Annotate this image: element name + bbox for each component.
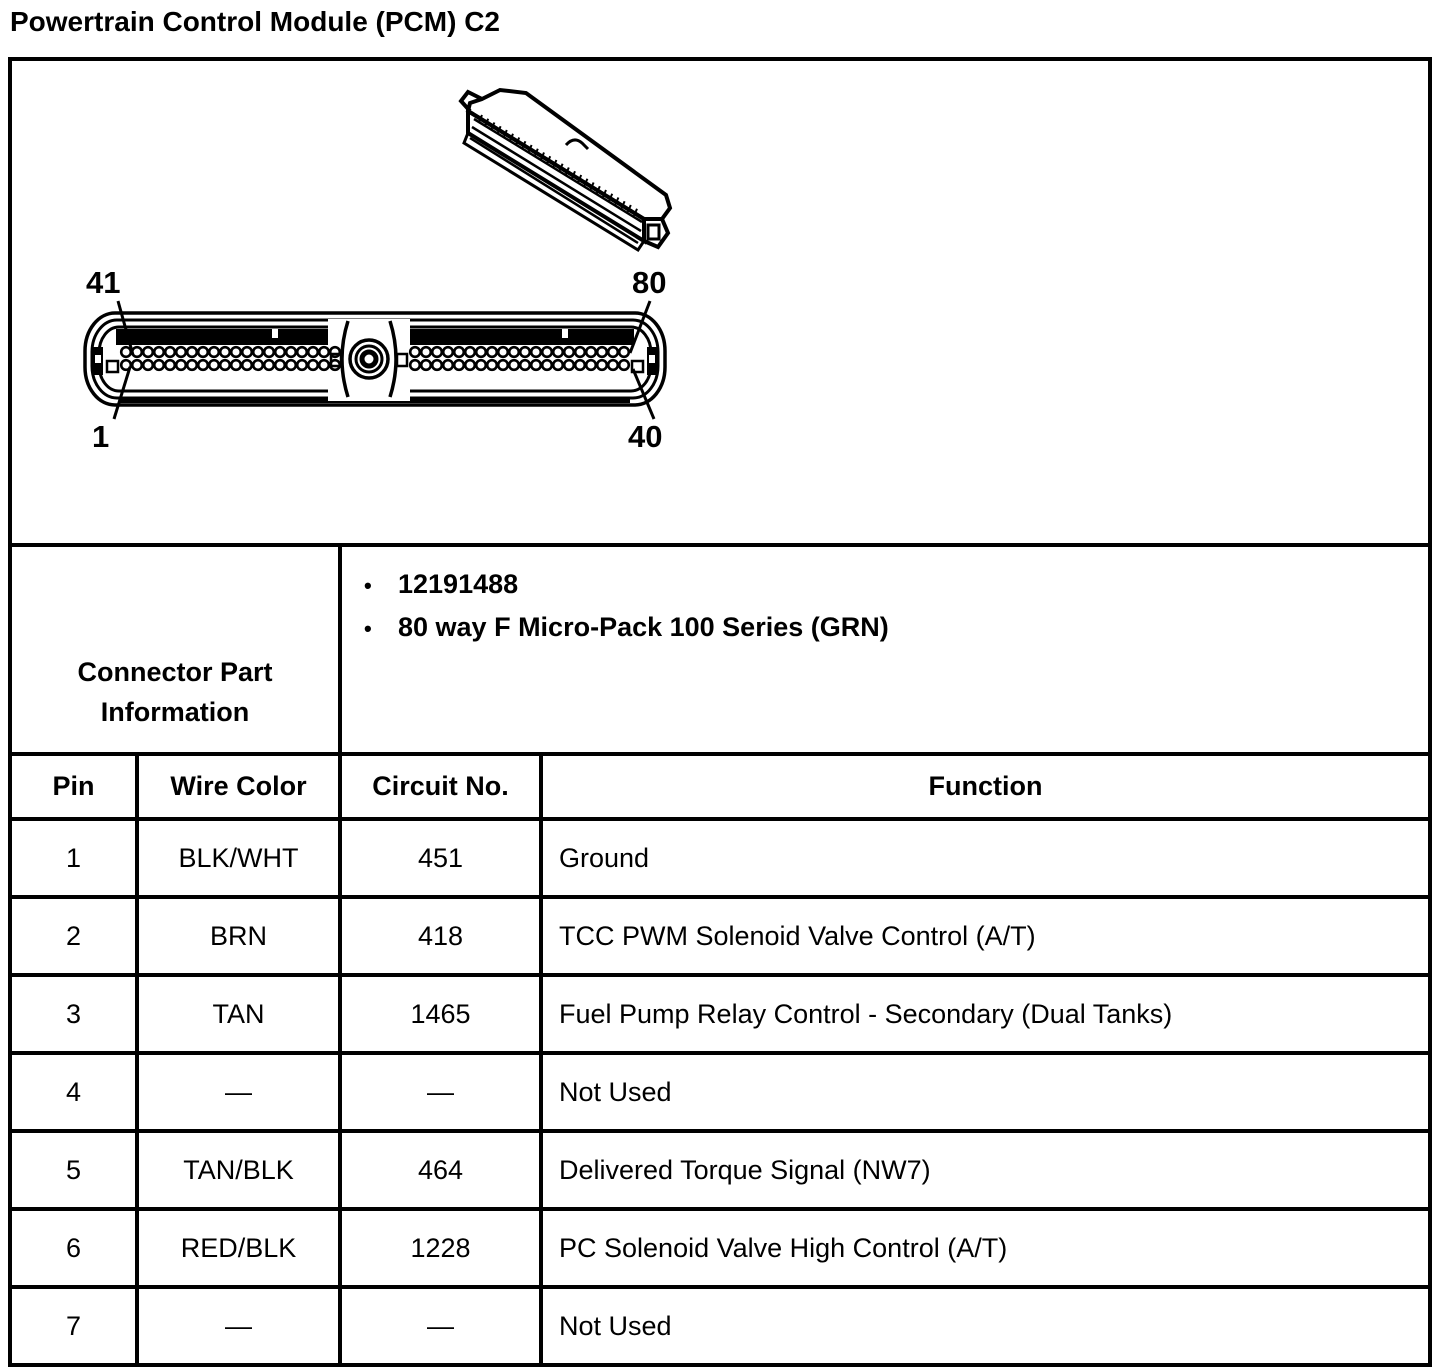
header-pin: Pin <box>8 752 139 821</box>
part-number-item: • 12191488 <box>364 569 1418 600</box>
pin-cell: 3 <box>8 973 139 1055</box>
circuit-no-cell: 418 <box>338 895 543 977</box>
table-row: 7 — — Not Used <box>8 1285 1432 1367</box>
part-info-row: Connector Part Information • 12191488 • … <box>8 543 1432 756</box>
function-cell: Fuel Pump Relay Control - Secondary (Dua… <box>539 973 1432 1055</box>
table-row: 5 TAN/BLK 464 Delivered Torque Signal (N… <box>8 1129 1432 1211</box>
pin-cell: 2 <box>8 895 139 977</box>
part-info-value-cell: • 12191488 • 80 way F Micro-Pack 100 Ser… <box>338 543 1432 756</box>
function-cell: Not Used <box>539 1285 1432 1367</box>
part-info-label-cell: Connector Part Information <box>8 543 342 756</box>
header-function: Function <box>539 752 1432 821</box>
circuit-no-cell: — <box>338 1051 543 1133</box>
header-wire: Wire Color <box>135 752 342 821</box>
part-info-label-line1: Connector Part <box>77 657 273 687</box>
connector-isometric-diagram <box>458 87 673 253</box>
function-cell: TCC PWM Solenoid Valve Control (A/T) <box>539 895 1432 977</box>
pin-cell: 7 <box>8 1285 139 1367</box>
pin-cell: 6 <box>8 1207 139 1289</box>
circuit-no-cell: 1465 <box>338 973 543 1055</box>
connector-type: 80 way F Micro-Pack 100 Series (GRN) <box>398 612 889 642</box>
pin-cell: 5 <box>8 1129 139 1211</box>
table-row: 4 — — Not Used <box>8 1051 1432 1133</box>
page-title: Powertrain Control Module (PCM) C2 <box>10 6 500 37</box>
bullet-icon: • <box>364 573 372 598</box>
leader-line-80 <box>628 300 652 354</box>
function-cell: Not Used <box>539 1051 1432 1133</box>
diagram-row: 41 80 1 40 <box>8 57 1432 547</box>
part-info-label-line2: Information <box>100 697 250 727</box>
connector-diagram-cell: 41 80 1 40 <box>8 57 1432 547</box>
table-header-row: Pin Wire Color Circuit No. Function <box>8 752 1432 821</box>
table-row: 3 TAN 1465 Fuel Pump Relay Control - Sec… <box>8 973 1432 1055</box>
circuit-no-cell: 1228 <box>338 1207 543 1289</box>
pin-label-1: 1 <box>92 419 110 454</box>
leader-line-40 <box>631 368 656 420</box>
isometric-pin-slots <box>478 114 638 217</box>
wire-color-cell: — <box>135 1285 342 1367</box>
table-row: 6 RED/BLK 1228 PC Solenoid Valve High Co… <box>8 1207 1432 1289</box>
leader-line-1 <box>112 366 132 420</box>
header-circuit: Circuit No. <box>338 752 543 821</box>
pin-label-80: 80 <box>632 265 667 300</box>
table-row: 1 BLK/WHT 451 Ground <box>8 817 1432 899</box>
wire-color-cell: — <box>135 1051 342 1133</box>
circuit-no-cell: 464 <box>338 1129 543 1211</box>
wire-color-cell: TAN/BLK <box>135 1129 342 1211</box>
pin-holes <box>119 345 631 372</box>
function-cell: Delivered Torque Signal (NW7) <box>539 1129 1432 1211</box>
wire-color-cell: BLK/WHT <box>135 817 342 899</box>
leader-line-41 <box>116 300 135 356</box>
function-cell: Ground <box>539 817 1432 899</box>
center-bolt-hole <box>328 319 410 401</box>
connector-front-view-diagram <box>83 300 667 420</box>
pin-label-40: 40 <box>628 419 663 454</box>
circuit-no-cell: — <box>338 1285 543 1367</box>
part-number: 12191488 <box>398 569 519 599</box>
wire-color-cell: BRN <box>135 895 342 977</box>
connector-diagram-area: 41 80 1 40 <box>14 63 1426 541</box>
table-row: 2 BRN 418 TCC PWM Solenoid Valve Control… <box>8 895 1432 977</box>
wire-color-cell: TAN <box>135 973 342 1055</box>
connector-info-table: 41 80 1 40 Connector Part Information • … <box>8 57 1432 1367</box>
pin-cell: 1 <box>8 817 139 899</box>
pin-label-41: 41 <box>86 265 121 300</box>
connector-type-item: • 80 way F Micro-Pack 100 Series (GRN) <box>364 612 1418 643</box>
bullet-icon: • <box>364 616 372 641</box>
pin-cell: 4 <box>8 1051 139 1133</box>
function-cell: PC Solenoid Valve High Control (A/T) <box>539 1207 1432 1289</box>
circuit-no-cell: 451 <box>338 817 543 899</box>
wire-color-cell: RED/BLK <box>135 1207 342 1289</box>
